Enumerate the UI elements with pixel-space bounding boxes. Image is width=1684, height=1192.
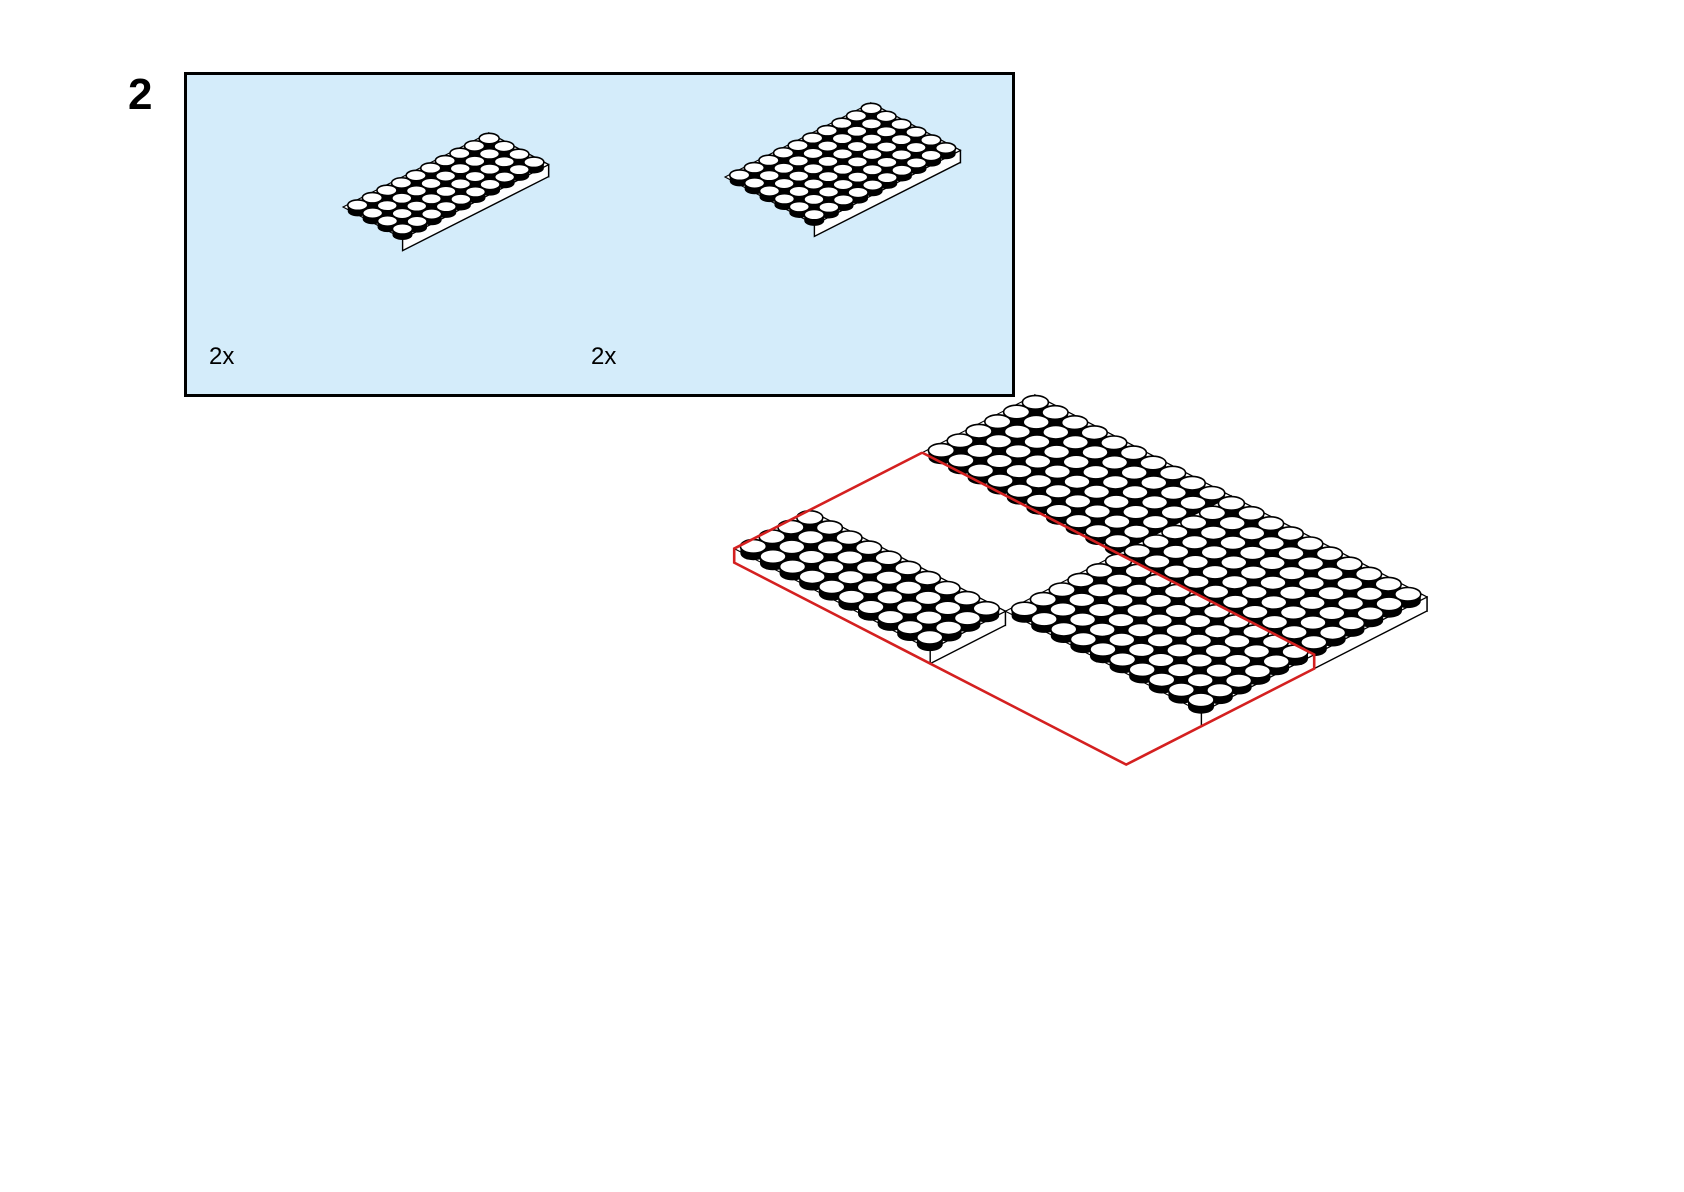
stud: [846, 140, 868, 158]
stud: [1045, 503, 1073, 525]
stud: [915, 629, 944, 652]
plate-studs: [1123, 495, 1422, 657]
stud: [1084, 523, 1112, 545]
highlight-outline: [732, 451, 1316, 767]
stud: [391, 222, 414, 241]
plate-studs: [728, 102, 957, 226]
stud: [1010, 601, 1039, 623]
plate-front-left: [732, 509, 1007, 665]
stud: [803, 208, 826, 226]
assembled-baseplate: [732, 393, 1429, 728]
stud: [376, 214, 399, 233]
parts-illustration: [341, 101, 962, 252]
stud: [986, 473, 1015, 495]
stud: [1167, 682, 1196, 704]
stud: [406, 215, 428, 233]
step-number: 2: [128, 70, 153, 119]
parts-callout: 2x 2x: [184, 72, 1015, 397]
plate-front-right: [1004, 552, 1316, 728]
part-quantity-plate-4x10: 2x: [209, 343, 235, 370]
stud: [890, 118, 912, 136]
part-image-plate-4x10: [341, 131, 550, 252]
stud: [1187, 692, 1215, 714]
stud: [1262, 653, 1290, 676]
stud: [758, 184, 781, 203]
stud: [1205, 662, 1233, 685]
stud: [905, 156, 928, 175]
stud: [876, 171, 899, 189]
plate-back-left: [920, 393, 1233, 569]
stud: [1021, 394, 1050, 417]
stud: [1003, 424, 1032, 446]
stud: [890, 133, 913, 151]
stud: [1224, 673, 1253, 695]
stud: [891, 164, 913, 182]
stud: [1335, 556, 1363, 578]
plate-back-right: [1116, 494, 1429, 670]
stud: [913, 570, 942, 592]
plate-studs: [927, 394, 1226, 556]
plate-studs: [346, 132, 545, 241]
part-quantity-plate-6x10: 2x: [591, 343, 617, 370]
stud: [1142, 534, 1170, 556]
callout-parts: [341, 101, 962, 252]
stud: [896, 619, 925, 641]
stud: [947, 452, 975, 475]
stud: [1089, 641, 1117, 664]
part-image-plate-6x10: [723, 101, 962, 238]
plate-studs: [739, 509, 1001, 652]
